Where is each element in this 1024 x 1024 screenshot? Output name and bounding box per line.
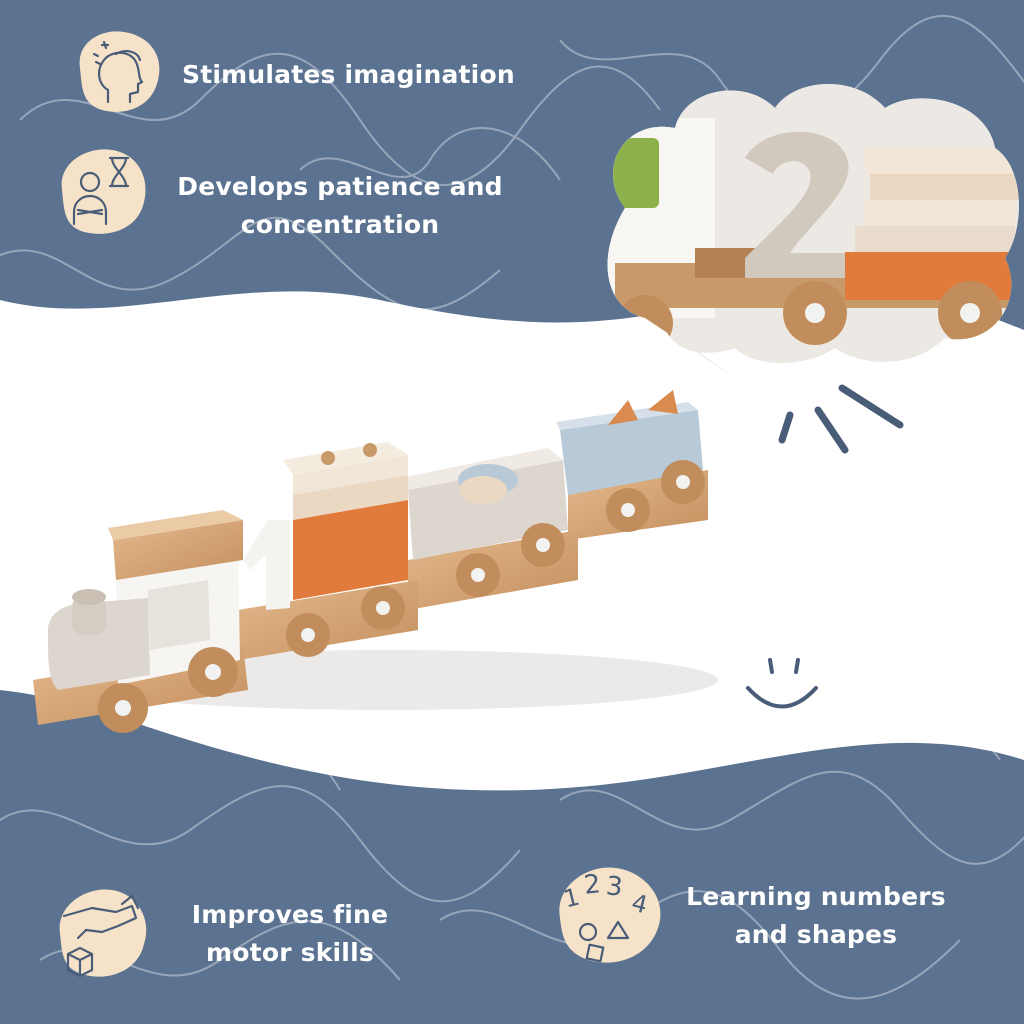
cloud-closeup-image bbox=[607, 83, 1019, 378]
motion-lines bbox=[778, 384, 904, 454]
feature-label-motor-line1: Improves fine bbox=[191, 900, 389, 929]
train-car-2 bbox=[238, 442, 418, 660]
feature-label-motor-line2: motor skills bbox=[206, 938, 374, 967]
icon-digit-3: 3 bbox=[604, 871, 625, 903]
feature-label-patience-line1: Develops patience and bbox=[177, 172, 503, 201]
hourglass-person-icon bbox=[61, 149, 146, 234]
feature-label-numbers-line1: Learning numbers bbox=[686, 882, 946, 911]
smile-doodle bbox=[746, 658, 818, 709]
feature-label-patience-line2: concentration bbox=[240, 210, 440, 239]
feature-label-imagination: Stimulates imagination bbox=[182, 60, 515, 89]
head-sparkle-icon bbox=[79, 31, 160, 112]
train-car-4 bbox=[556, 390, 708, 540]
numbers-blob bbox=[559, 867, 661, 963]
wooden-train-image bbox=[33, 390, 718, 733]
feature-label-patience: Develops patience and concentration bbox=[170, 168, 510, 244]
numbers-shapes-icon: 1 2 3 4 bbox=[548, 856, 674, 974]
feature-label-motor: Improves fine motor skills bbox=[170, 896, 410, 972]
feature-label-numbers-line2: and shapes bbox=[734, 920, 898, 949]
train-engine bbox=[33, 510, 248, 733]
train-car-3 bbox=[400, 448, 578, 610]
hand-block-icon bbox=[59, 889, 147, 978]
feature-label-numbers: Learning numbers and shapes bbox=[680, 878, 952, 954]
icon-digit-2: 2 bbox=[582, 869, 603, 901]
thought-cloud: 2 bbox=[585, 78, 1024, 388]
